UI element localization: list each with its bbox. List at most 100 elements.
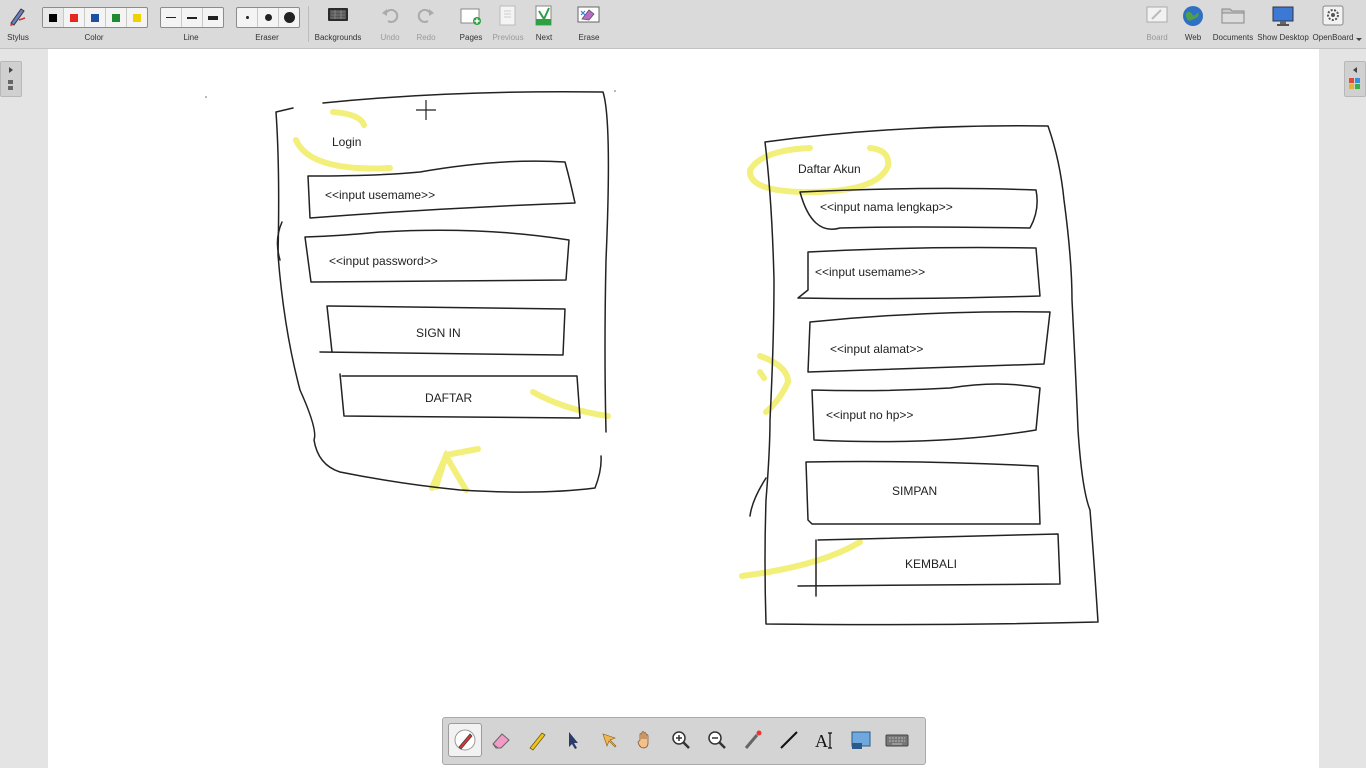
marker-tool-button[interactable] [520, 723, 554, 757]
register-frame-stroke [749, 477, 767, 517]
line-group: Line [160, 0, 222, 48]
login-username-placeholder: <<input usemame>> [325, 188, 435, 202]
zoom-in-tool-button[interactable] [664, 723, 698, 757]
laser-pointer-tool-button[interactable] [736, 723, 770, 757]
hand-tool-button[interactable] [628, 723, 662, 757]
login-sketch [275, 90, 610, 493]
highlight-stroke [293, 137, 393, 172]
yellow-highlight-strokes [293, 109, 892, 579]
color-black-swatch[interactable] [43, 8, 64, 27]
openboard-menu-button[interactable]: OpenBoard [1312, 0, 1354, 48]
right-rail [1322, 49, 1366, 768]
register-simpan-box [805, 460, 1041, 525]
erase-label: Erase [578, 33, 600, 42]
register-nohp-box [811, 383, 1041, 443]
color-palette [42, 7, 148, 28]
previous-label: Previous [492, 33, 524, 42]
show-desktop-button[interactable]: Show Desktop [1256, 0, 1310, 48]
capture-icon [851, 731, 871, 749]
login-title: Login [332, 135, 361, 149]
web-label: Web [1184, 33, 1202, 42]
login-daftar-box [339, 373, 581, 419]
highlight-stroke [530, 389, 611, 419]
color-red-swatch[interactable] [64, 8, 85, 27]
stray-mark [205, 96, 207, 98]
previous-button[interactable]: Previous [490, 0, 526, 48]
crosshair-cursor-icon [416, 100, 436, 120]
eraser-small-button[interactable] [237, 8, 258, 27]
previous-page-icon [499, 5, 516, 26]
login-username-box [307, 160, 576, 219]
backgrounds-icon [328, 8, 348, 21]
eraser-medium-button[interactable] [258, 8, 279, 27]
erase-button[interactable]: Erase [572, 0, 606, 48]
hand-icon [637, 731, 649, 749]
line-medium-button[interactable] [182, 8, 203, 27]
text-tool-button[interactable]: A [808, 723, 842, 757]
color-green-swatch[interactable] [106, 8, 127, 27]
keyboard-tool-button[interactable] [880, 723, 914, 757]
next-label: Next [535, 33, 553, 42]
redo-button[interactable]: Redo [410, 0, 442, 48]
undo-icon [382, 8, 399, 23]
zoom-out-icon [708, 731, 726, 749]
next-button[interactable]: Next [528, 0, 560, 48]
folder-icon [1221, 8, 1245, 24]
zoom-out-tool-button[interactable] [700, 723, 734, 757]
line-width-group [160, 7, 224, 28]
documents-button[interactable]: Documents [1212, 0, 1254, 48]
web-button[interactable]: Web [1178, 0, 1208, 48]
highlight-stroke [757, 353, 792, 415]
register-nohp-placeholder: <<input no hp>> [826, 408, 913, 422]
register-title: Daftar Akun [798, 162, 861, 176]
register-frame-stroke [764, 125, 1099, 626]
line-thin-button[interactable] [161, 8, 182, 27]
top-toolbar: Stylus Color Line Eraser Backgrounds [0, 0, 1366, 49]
eraser-tool-button[interactable] [484, 723, 518, 757]
zoom-in-icon [672, 731, 690, 749]
left-panel-toggle[interactable] [0, 61, 22, 97]
backgrounds-label: Backgrounds [314, 33, 362, 42]
selector-tool-button[interactable] [556, 723, 590, 757]
board-button[interactable]: Board [1141, 0, 1173, 48]
erase-board-icon [577, 6, 600, 23]
openboard-label: OpenBoard [1312, 33, 1354, 42]
register-simpan-label: SIMPAN [892, 484, 937, 498]
undo-button[interactable]: Undo [374, 0, 406, 48]
register-kembali-label: KEMBALI [905, 557, 957, 571]
backgrounds-button[interactable]: Backgrounds [314, 0, 362, 48]
eraser-icon [492, 733, 510, 749]
chevron-down-icon [1356, 38, 1362, 41]
eraser-large-button[interactable] [279, 8, 299, 27]
line-tool-button[interactable] [772, 723, 806, 757]
register-alamat-box [807, 310, 1051, 373]
text-icon: A [815, 731, 832, 751]
line-icon [780, 731, 798, 749]
color-yellow-swatch[interactable] [127, 8, 147, 27]
color-label: Color [84, 33, 104, 42]
color-blue-swatch[interactable] [85, 8, 106, 27]
capture-tool-button[interactable] [844, 723, 878, 757]
show-desktop-label: Show Desktop [1257, 33, 1309, 42]
register-alamat-placeholder: <<input alamat>> [830, 342, 923, 356]
redo-icon [417, 8, 434, 23]
pen-tool-button[interactable] [448, 723, 482, 757]
pages-icon [460, 8, 481, 25]
undo-label: Undo [380, 33, 400, 42]
play-icon [602, 733, 617, 748]
login-signin-box [319, 305, 566, 356]
expand-right-icon [8, 67, 13, 90]
login-frame-stroke [322, 90, 610, 433]
stylus-button[interactable]: Stylus [2, 0, 34, 48]
line-thick-button[interactable] [203, 8, 223, 27]
whiteboard-canvas[interactable] [48, 49, 1319, 768]
svg-text:A: A [815, 731, 828, 751]
documents-label: Documents [1212, 33, 1254, 42]
pages-button[interactable]: Pages [454, 0, 488, 48]
play-tool-button[interactable] [592, 723, 626, 757]
register-sketch [749, 125, 1099, 626]
redo-label: Redo [416, 33, 436, 42]
settings-gear-icon [1322, 5, 1344, 26]
marker-icon [529, 732, 546, 751]
